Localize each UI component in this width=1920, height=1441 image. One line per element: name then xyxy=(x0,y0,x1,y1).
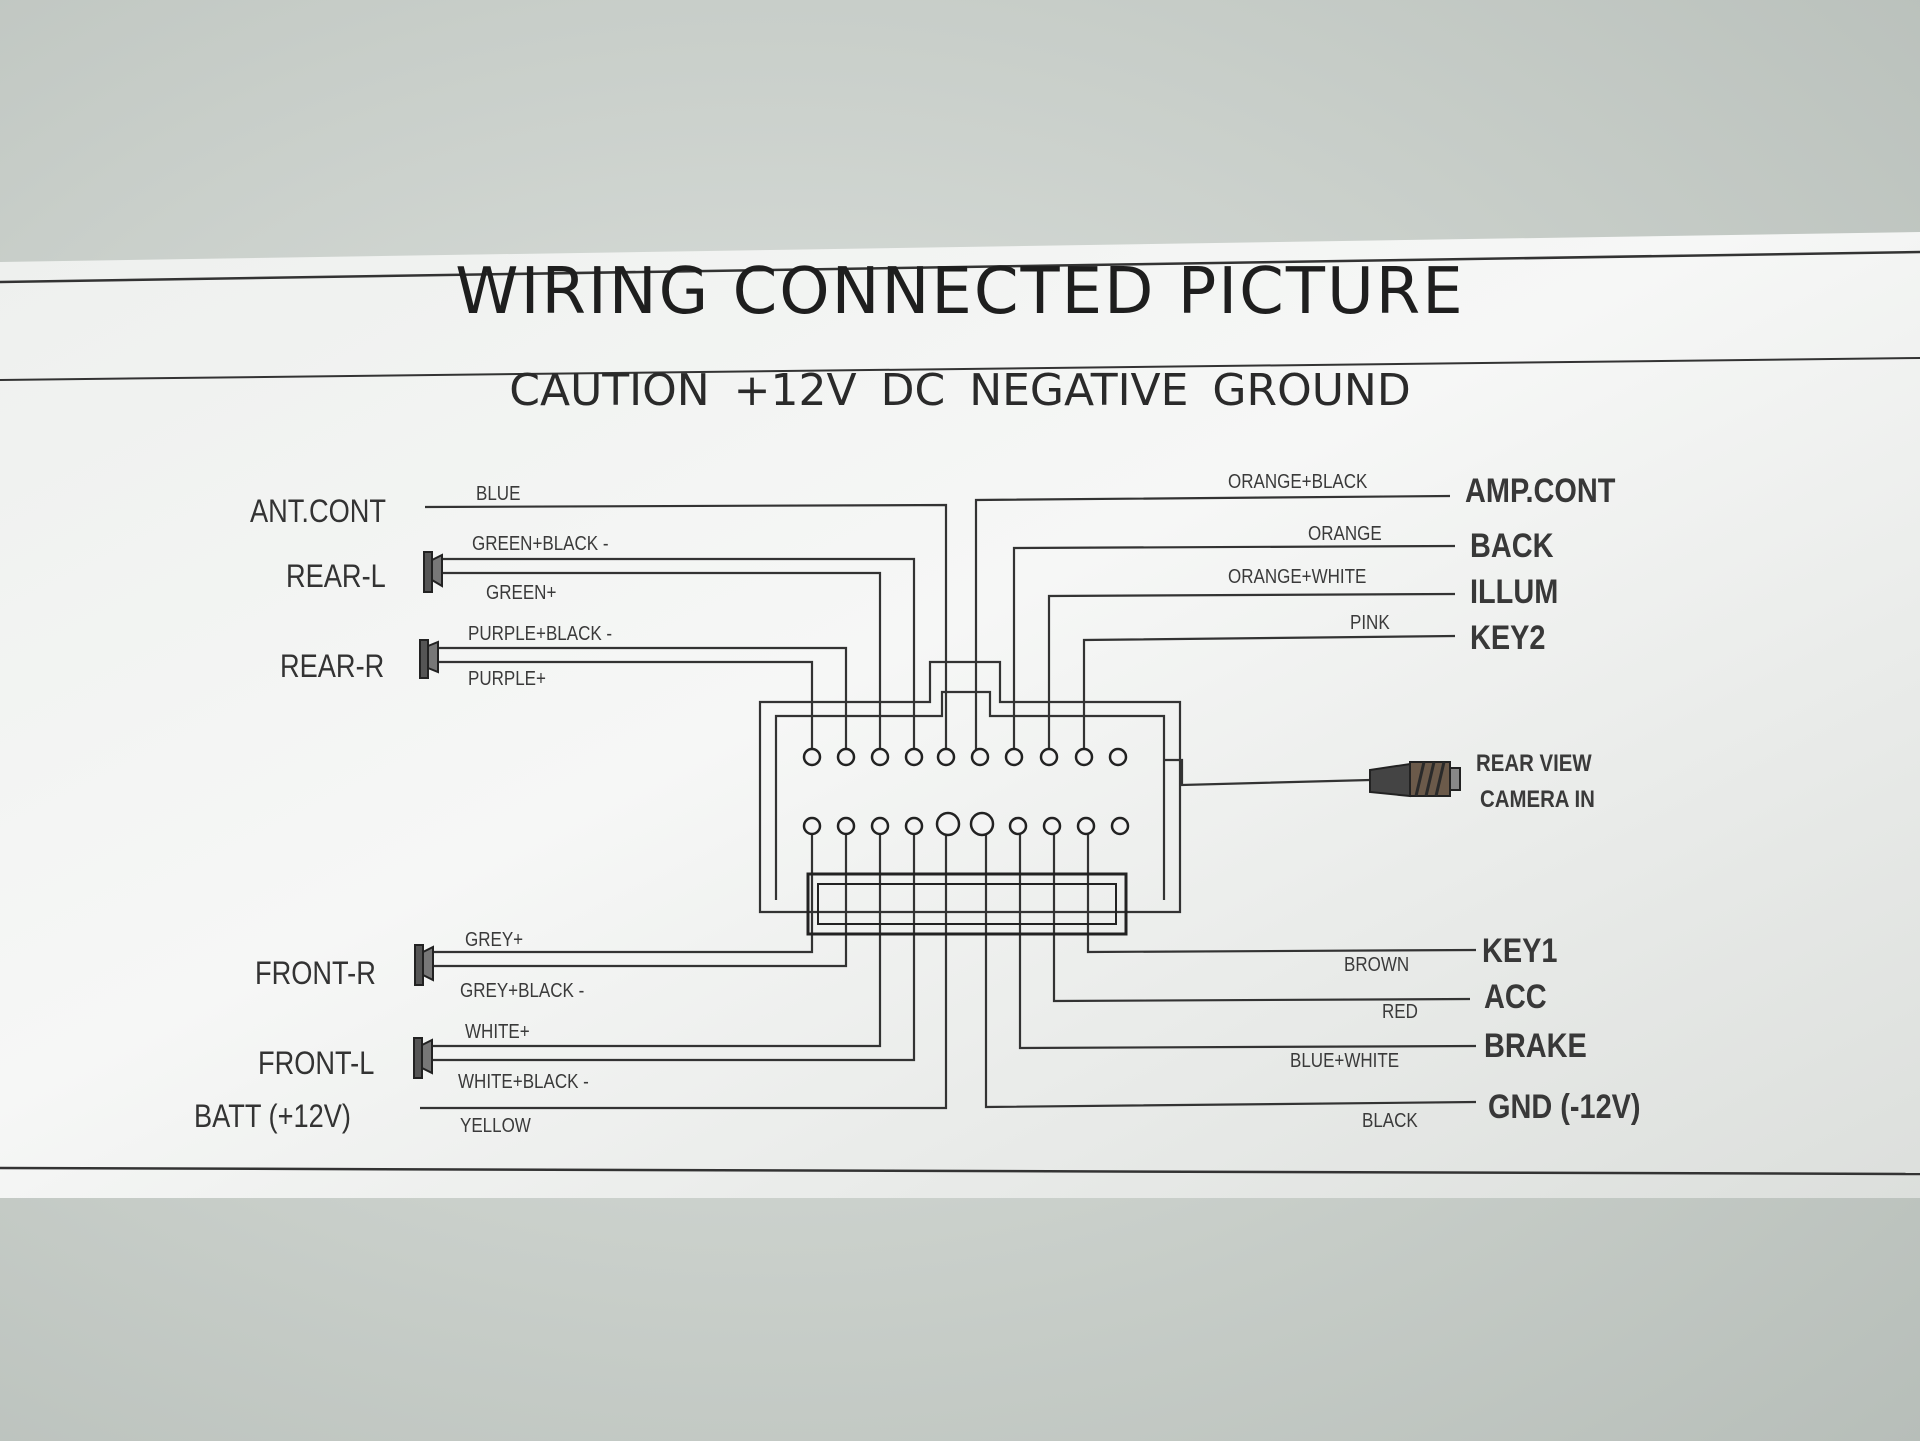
top-border-line xyxy=(0,250,1920,284)
pin xyxy=(802,816,822,836)
connector-bottom-bar-inner xyxy=(817,883,1117,925)
wire-label-grey: GREY+ xyxy=(465,929,524,951)
pin xyxy=(1039,747,1059,767)
pin xyxy=(1008,816,1028,836)
connector-bottom-bar xyxy=(806,872,1128,936)
label-front-r: FRONT-R xyxy=(255,955,376,991)
pin xyxy=(970,747,990,767)
bottom-border-line xyxy=(0,1166,1920,1176)
title-divider-line xyxy=(0,357,1920,381)
label-amp-cont: AMP.CONT xyxy=(1465,472,1616,510)
wire-label-black: BLACK xyxy=(1362,1110,1418,1132)
wire-grey-black xyxy=(420,830,848,968)
wire-grey xyxy=(420,830,814,954)
pin xyxy=(904,747,924,767)
label-illum: ILLUM xyxy=(1470,573,1559,611)
wire-label-blue-white: BLUE+WHITE xyxy=(1290,1050,1400,1072)
wire-label-red: RED xyxy=(1382,1001,1418,1023)
pin xyxy=(870,747,890,767)
camera-plug-icon xyxy=(1369,761,1461,798)
label-sheet xyxy=(0,232,1920,1198)
label-key1: KEY1 xyxy=(1482,932,1558,970)
pins-top-row xyxy=(802,747,1128,767)
label-brake: BRAKE xyxy=(1484,1027,1587,1065)
wire-green-black xyxy=(440,557,916,757)
pin-large xyxy=(969,811,995,837)
pin xyxy=(836,747,856,767)
wire-orange-white xyxy=(1047,592,1456,757)
wire-green xyxy=(440,571,882,757)
wire-label-white-black: WHITE+BLACK - xyxy=(458,1071,589,1093)
wire-label-orange-black: ORANGE+BLACK xyxy=(1228,471,1368,493)
wire-orange-black xyxy=(974,494,1451,757)
wire-label-brown: BROWN xyxy=(1344,954,1410,976)
label-rear-r: REAR-R xyxy=(280,648,385,684)
wire-black xyxy=(984,830,1477,1109)
label-back: BACK xyxy=(1470,527,1554,565)
wire-label-pink: PINK xyxy=(1350,612,1390,634)
wire-label-white: WHITE+ xyxy=(465,1021,530,1043)
label-rear-view: REAR VIEW xyxy=(1476,750,1592,777)
wire-purple xyxy=(435,660,814,757)
pin-large xyxy=(935,811,961,837)
wire-white-black xyxy=(420,830,916,1062)
pin xyxy=(936,747,956,767)
pin xyxy=(1108,747,1128,767)
wire-label-green: GREEN+ xyxy=(486,582,557,604)
wires xyxy=(420,494,1477,1110)
wire-red xyxy=(1052,830,1471,1003)
speaker-icon-rear-l xyxy=(423,551,443,593)
wire-purple-black xyxy=(435,646,848,757)
pin xyxy=(1004,747,1024,767)
pin xyxy=(1110,816,1130,836)
label-ant-cont: ANT.CONT xyxy=(250,493,386,529)
wire-label-orange: ORANGE xyxy=(1308,523,1382,545)
wire-pink xyxy=(1082,634,1456,757)
pin xyxy=(1042,816,1062,836)
speaker-icon-front-l xyxy=(413,1037,433,1079)
label-camera-in: CAMERA IN xyxy=(1480,786,1595,813)
wire-label-purple: PURPLE+ xyxy=(468,668,546,690)
wire-white xyxy=(420,830,882,1048)
pin xyxy=(904,816,924,836)
wire-label-orange-white: ORANGE+WHITE xyxy=(1228,566,1367,588)
wire-label-blue: BLUE xyxy=(476,483,521,505)
wire-orange xyxy=(1012,544,1456,757)
wire-label-grey-black: GREY+BLACK - xyxy=(460,980,585,1002)
camera-cable xyxy=(1164,758,1371,787)
pins-bottom-row xyxy=(802,811,1130,837)
wire-yellow xyxy=(420,830,948,1110)
label-acc: ACC xyxy=(1484,978,1547,1016)
pin xyxy=(836,816,856,836)
speaker-icons xyxy=(413,551,443,1079)
pin xyxy=(1076,816,1096,836)
wire-label-green-black: GREEN+BLACK - xyxy=(472,533,609,555)
wire-brown xyxy=(1086,830,1477,954)
wire-blue-white xyxy=(1018,830,1477,1050)
label-front-l: FRONT-L xyxy=(258,1045,375,1081)
pin xyxy=(1074,747,1094,767)
page-title: WIRING CONNECTED PICTURE xyxy=(455,255,1465,329)
connector-outer xyxy=(758,660,1182,914)
label-rear-l: REAR-L xyxy=(286,558,386,594)
page-subtitle: CAUTION +12V DC NEGATIVE GROUND xyxy=(509,365,1411,416)
wire-label-purple-black: PURPLE+BLACK - xyxy=(468,623,613,645)
speaker-icon-rear-r xyxy=(419,639,439,679)
connector-inner xyxy=(774,690,1166,900)
label-batt: BATT (+12V) xyxy=(194,1098,351,1134)
pin xyxy=(870,816,890,836)
wire-blue xyxy=(424,503,948,757)
label-key2: KEY2 xyxy=(1470,619,1546,657)
wire-label-yellow: YELLOW xyxy=(460,1115,531,1137)
speaker-icon-front-r xyxy=(414,944,434,986)
label-gnd: GND (-12V) xyxy=(1488,1088,1641,1126)
pin xyxy=(802,747,822,767)
